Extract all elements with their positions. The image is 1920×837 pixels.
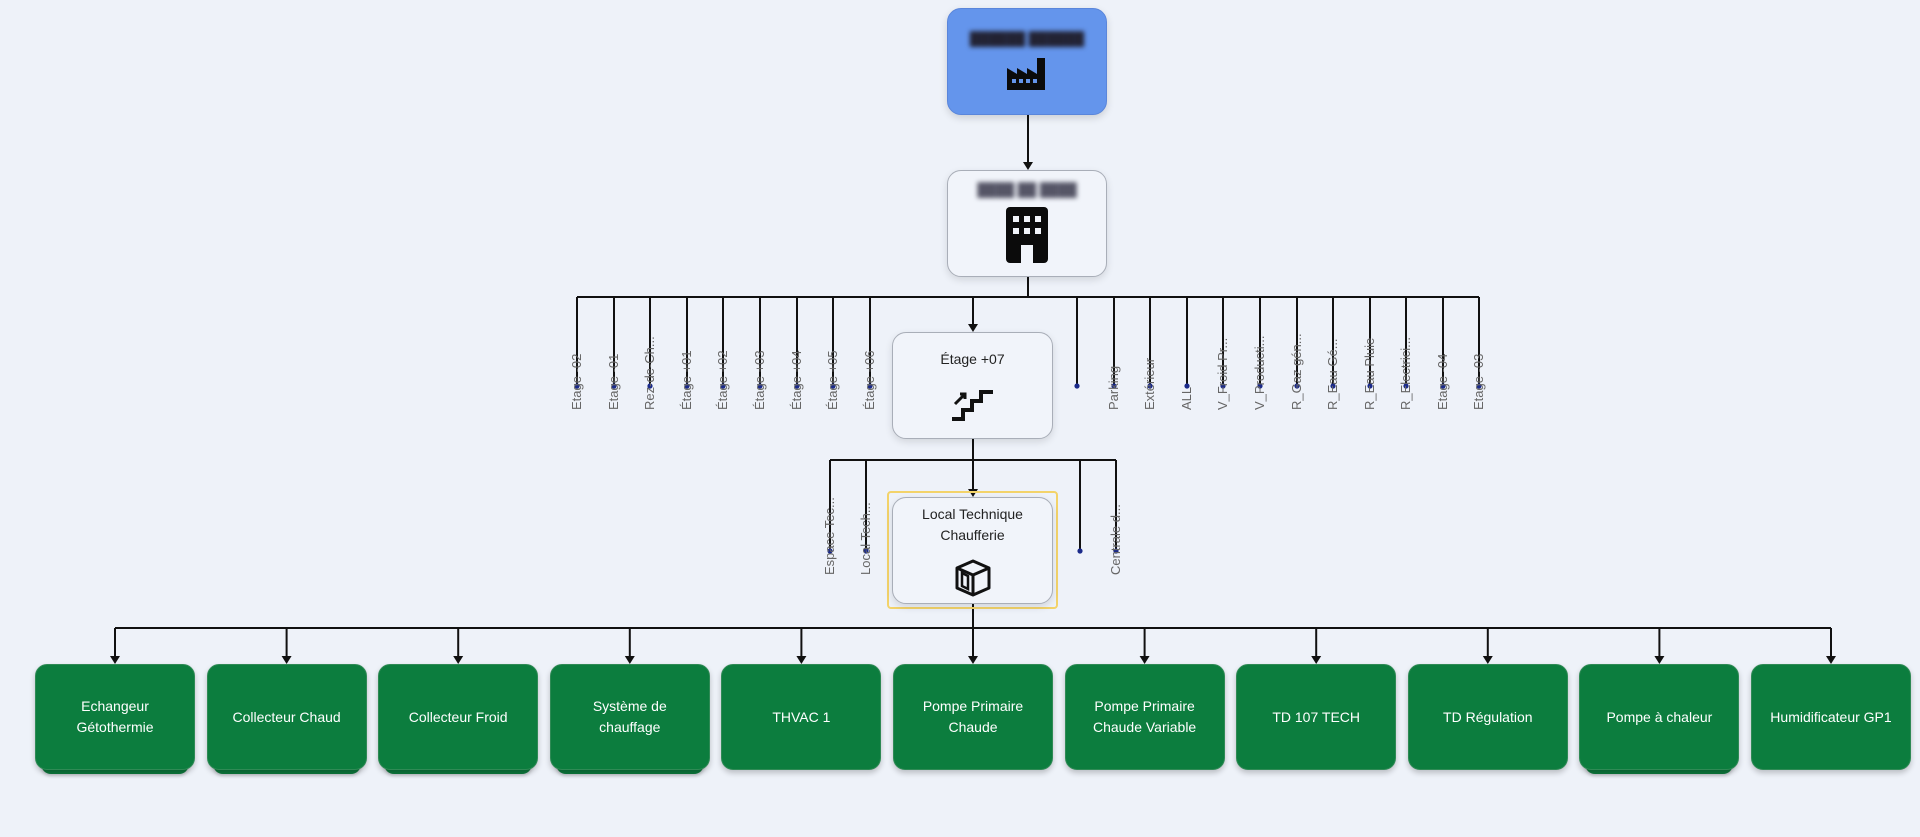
local-branch-dot-left[interactable] [863,548,869,554]
equipment-arrow [281,656,292,664]
branch-end-dot-left[interactable] [867,383,873,389]
equipment-label[interactable]: TD 107 TECH [1236,664,1397,770]
branch-end-dot-left[interactable] [830,383,836,389]
branch-end-dot-left[interactable] [794,383,800,389]
floor-branch-right-label[interactable]: Etage -04 [1435,353,1450,410]
building-node-name-redacted: ████ ██ ████ [977,182,1077,197]
local-branch-left-label[interactable]: Local Tech... [858,502,873,575]
equipment-label[interactable]: THVAC 1 [721,664,882,770]
local-branch-dot-right[interactable] [1077,548,1083,554]
equipment-label[interactable]: Pompe Primaire Chaude Variable [1064,664,1225,770]
equipment-label[interactable]: Pompe à chaleur [1579,664,1740,770]
floor-branch-right-label[interactable]: R_Eau Gé... [1325,338,1340,410]
floor-branch-left-label[interactable]: Etage -01 [606,353,621,410]
local-branch-dot-right[interactable] [1113,548,1119,554]
branch-end-dot-right[interactable] [1184,383,1190,389]
equipment-arrow [1826,656,1836,664]
branch-end-dot-right[interactable] [1330,383,1336,389]
equipment-arrow [1311,656,1322,664]
floor-branch-right-label[interactable]: R_Eau Pluie [1362,337,1377,410]
equipment-arrow [624,656,635,664]
equipment-arrow [453,656,464,664]
branch-end-dot-right[interactable] [1220,383,1226,389]
floor-branch-right-label[interactable]: Extérieur [1142,357,1157,410]
floor-branch-left-label[interactable]: Étage +03 [752,350,767,410]
floor-branch-left-label[interactable]: Étage +06 [862,350,877,410]
branch-end-dot-right[interactable] [1074,383,1080,389]
equipment-arrow [1139,656,1150,664]
building-node[interactable]: ████ ██ ████ [947,170,1107,277]
branch-end-dot-right[interactable] [1367,383,1373,389]
floor-branch-left-label[interactable]: Étage +02 [715,350,730,410]
floor-branch-left-label[interactable]: Étage +05 [825,350,840,410]
floor-branch-left-label[interactable]: Étage +01 [679,350,694,410]
floor-branch-left-label[interactable]: Étage +04 [789,350,804,410]
equipment-label[interactable]: Echangeur Gétothermie [35,664,195,770]
floor-branch-right-label[interactable]: R_Gaz gén... [1289,333,1304,410]
building-icon [1006,207,1048,263]
branch-end-dot-left[interactable] [720,383,726,389]
floor-branch-right-label[interactable]: R_Electrici... [1398,337,1413,410]
building-arrow [1023,162,1033,170]
branch-end-dot-right[interactable] [1403,383,1409,389]
equipment-label[interactable]: Collecteur Froid [378,664,539,770]
floor-branch-right-label[interactable]: Parking [1106,365,1121,410]
branch-end-dot-right[interactable] [1257,383,1263,389]
branch-end-dot-left[interactable] [684,383,690,389]
branch-end-dot-right[interactable] [1440,383,1446,389]
equipment-arrow [1654,656,1665,664]
floor-branch-left-label[interactable]: Rez-de-Ch... [642,336,657,410]
equipment-arrow [1482,656,1493,664]
floor-arrow [968,324,978,332]
floor-node-etage-07[interactable]: Étage +07 [892,332,1053,439]
floor-branch-right-label[interactable]: V_Froid Pr... [1215,337,1230,410]
root-node-name-redacted: ██████ ██████ [969,31,1085,46]
equipment-arrow [968,656,978,664]
local-node-chaufferie[interactable]: Local Technique Chaufferie [892,497,1053,604]
equipment-arrow [110,656,120,664]
branch-end-dot-left[interactable] [757,383,763,389]
branch-end-dot-right[interactable] [1147,383,1153,389]
equipment-label[interactable]: TD Régulation [1407,664,1568,770]
floor-node-label: Étage +07 [940,351,1005,367]
room-icon [955,559,990,596]
branch-end-dot-left[interactable] [611,383,617,389]
factory-icon [1007,58,1045,90]
root-node[interactable]: ██████ ██████ [947,8,1107,115]
equipment-arrow [796,656,807,664]
floor-branch-right-label[interactable]: ALL [1179,386,1194,410]
floor-branch-right-label[interactable]: V_Producti... [1252,335,1267,410]
selected-node-outline [887,491,1058,609]
branch-end-dot-left[interactable] [574,383,580,389]
branch-end-dot-right[interactable] [1476,383,1482,389]
local-branch-right-label[interactable]: Centrale d... [1108,504,1123,575]
floor-branch-right-label[interactable]: Etage -03 [1471,353,1486,410]
local-branch-dot-left[interactable] [827,548,833,554]
branch-end-dot-left[interactable] [647,383,653,389]
floor-branch-left-label[interactable]: Etage -02 [569,353,584,410]
local-node-label: Local Technique Chaufferie [922,505,1023,543]
stairs-icon [951,390,993,421]
branch-end-dot-right[interactable] [1294,383,1300,389]
equipment-label[interactable]: Pompe Primaire Chaude [893,664,1053,770]
local-branch-left-label[interactable]: Espace Tec... [822,497,837,575]
equipment-label[interactable]: Collecteur Chaud [206,664,367,770]
branch-end-dot-right[interactable] [1111,383,1117,389]
equipment-label[interactable]: Système de chauffage [549,664,710,770]
equipment-label[interactable]: Humidificateur GP1 [1751,664,1911,770]
